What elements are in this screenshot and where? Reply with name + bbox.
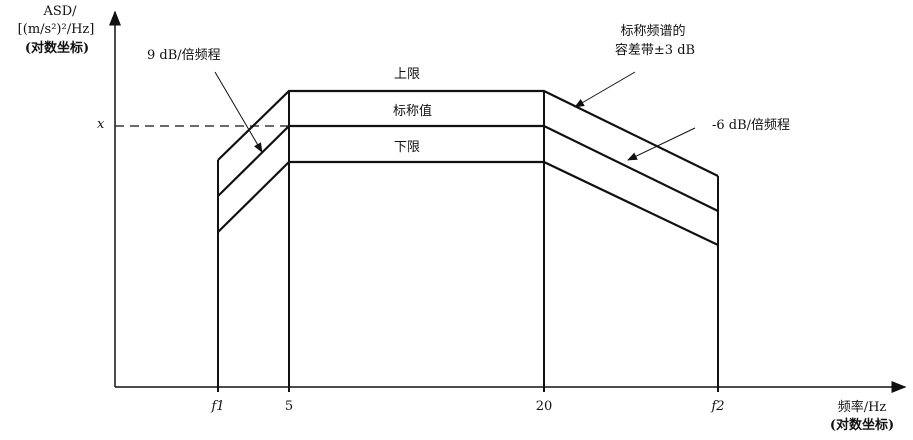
- x-tick-f2: f2: [711, 399, 725, 414]
- tolerance-leader: [574, 71, 636, 108]
- nominal-line: [217, 124, 719, 212]
- y-reference-label: x: [97, 117, 105, 132]
- upper-limit-line: [217, 89, 719, 177]
- slope-up-annotation: 9 dB/倍频程: [147, 48, 221, 63]
- lower-limit-label: 下限: [394, 140, 421, 155]
- x-tick-5: 5: [284, 399, 294, 414]
- y-axis-label-line3: (对数坐标): [24, 41, 90, 56]
- x-tick-20: 20: [535, 399, 553, 414]
- y-axis-label-line2: [(m/s²)²/Hz]: [17, 22, 95, 37]
- slope-up-leader: [214, 71, 263, 153]
- x-tick-f1: f1: [211, 399, 225, 414]
- x-axis-label-line2: (对数坐标): [829, 418, 895, 433]
- tolerance-annotation-line1: 标称频谱的: [620, 24, 686, 39]
- x-axis-label-line1: 频率/Hz: [837, 400, 887, 415]
- nominal-label: 标称值: [393, 104, 433, 119]
- y-axis-label-line1: ASD/: [43, 4, 77, 19]
- tolerance-annotation-line2: 容差带±3 dB: [614, 43, 696, 58]
- slope-down-leader: [627, 127, 696, 161]
- lower-limit-line: [217, 160, 719, 246]
- slope-down-annotation: -6 dB/倍频程: [712, 118, 791, 133]
- upper-limit-label: 上限: [394, 67, 421, 82]
